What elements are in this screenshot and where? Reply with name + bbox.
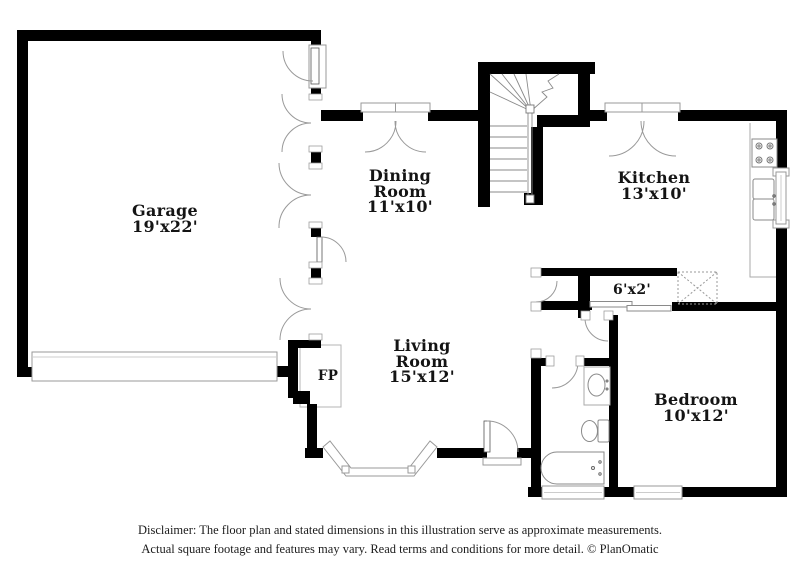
staircase [489,73,560,204]
stair-treads [490,125,527,193]
bathroom-vanity [583,366,611,406]
door-jamb [308,261,323,269]
room-label-garage: Garage 19'x22' [132,201,198,236]
stair-newel [525,194,535,204]
doors [278,44,681,466]
door-jamb [308,93,323,101]
stair-winders [489,73,532,112]
garage-double-door-c [279,277,312,341]
dining-patio-double-door [360,102,431,153]
door-jamb [308,333,323,341]
disclaimer: Disclaimer: The floor plan and stated di… [0,521,800,559]
bathtub [540,451,605,485]
kitchen-window [772,167,790,229]
door-jamb [530,301,542,312]
pantry-closet [677,271,718,305]
bay-window [322,440,438,477]
room-label-kitchen: Kitchen 13'x10' [617,168,691,203]
garage-double-door-b [278,162,312,229]
bedroom-window [633,485,683,500]
walls [17,30,787,497]
fixtures [540,123,778,485]
room-label-living-room: Living Room 15'x12' [389,336,455,386]
door-jamb [580,310,591,321]
garage-double-door-a [281,93,312,153]
room-label-closet: 6'x2' [613,282,651,298]
stair-newel [525,104,535,114]
garage-to-living-door [316,236,347,263]
kitchen-sink [752,178,776,221]
door-jamb [575,355,585,367]
entry-door [282,44,327,89]
garage-door [31,351,278,382]
bathroom-door [551,361,579,389]
kitchen-double-door [604,102,681,157]
door-jamb [308,277,323,285]
bedroom-door [584,317,609,342]
closet-sliding-doors [589,301,672,312]
door-jamb [308,162,323,170]
disclaimer-line-1: Disclaimer: The floor plan and stated di… [138,523,662,537]
windows [31,167,790,500]
door-jamb [308,145,323,153]
stair-break-line [530,73,560,112]
door-jamb [308,221,323,229]
stair-handrail [527,112,533,199]
room-label-bedroom: Bedroom 10'x12' [654,390,738,425]
door-jambs [308,93,614,367]
living-room-exterior-door [482,420,522,466]
door-jamb [530,348,542,359]
door-jamb [545,355,555,367]
stove [751,138,778,168]
room-label-dining-room: Dining Room 11'x10' [367,166,433,216]
door-jamb [530,267,542,278]
disclaimer-line-2: Actual square footage and features may v… [141,542,659,556]
bathroom-window [541,485,605,500]
hall-closet-door [535,280,558,303]
room-label-fireplace: FP [317,368,339,384]
door-jamb [603,310,614,321]
kitchen-counter [749,123,776,278]
toilet [581,419,610,443]
